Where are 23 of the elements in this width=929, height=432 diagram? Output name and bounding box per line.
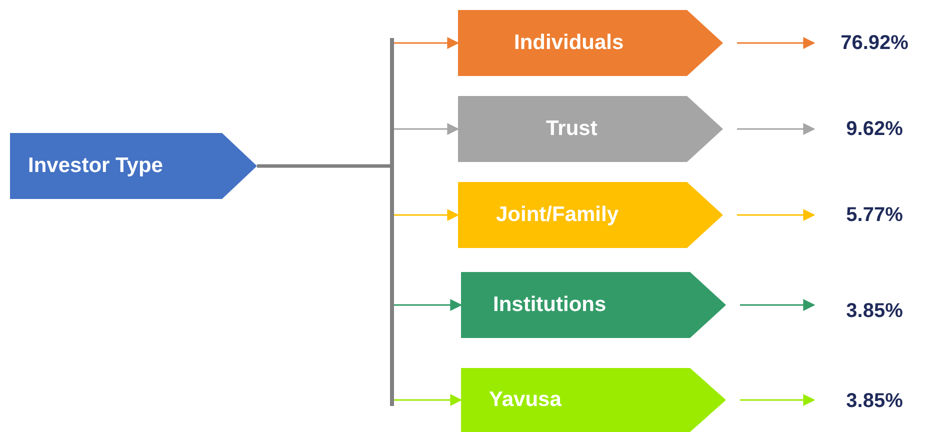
arrow: [737, 37, 816, 49]
category-label: Joint/Family: [496, 203, 619, 227]
percentage-value: 9.62%: [822, 111, 927, 147]
percentage-value: 76.92%: [822, 25, 927, 61]
arrow: [394, 123, 460, 135]
arrow: [394, 394, 462, 406]
arrow: [737, 209, 816, 221]
percentage-value: 3.85%: [822, 383, 927, 419]
percentage-value: 5.77%: [822, 197, 927, 233]
category-label: Yavusa: [489, 388, 562, 412]
arrow: [394, 299, 462, 311]
percentage-value: 3.85%: [822, 293, 927, 329]
arrow: [740, 299, 816, 311]
category-label: Investor Type: [28, 154, 163, 178]
arrow: [394, 37, 460, 49]
vertical-bar: [390, 38, 394, 406]
category-label: Trust: [546, 117, 598, 141]
arrow: [740, 394, 816, 406]
connector-line: [257, 164, 390, 168]
category-label: Individuals: [514, 31, 624, 55]
category-label: Institutions: [493, 293, 606, 317]
arrow: [394, 209, 460, 221]
arrow: [737, 123, 816, 135]
